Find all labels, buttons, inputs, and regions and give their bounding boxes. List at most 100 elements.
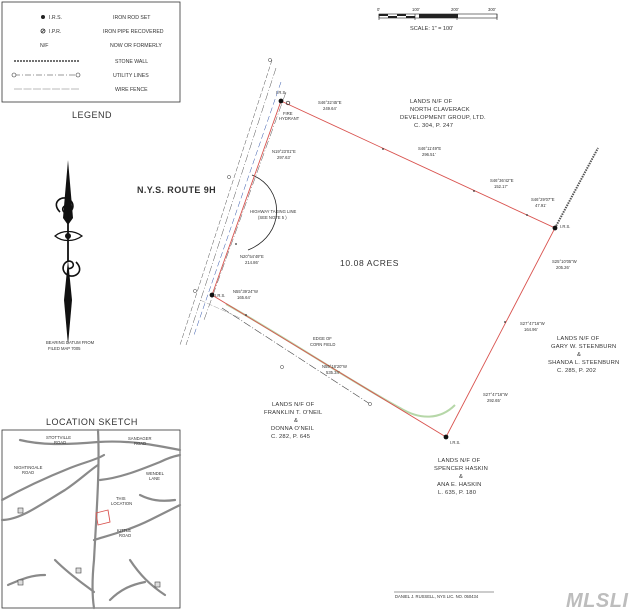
neighbor-south-line-4: ANA E. HASKIN (437, 482, 481, 488)
ipr-symbol (40, 28, 46, 34)
distance-west-1: 297.63' (277, 155, 291, 160)
distance-top-2: 296.51' (422, 152, 436, 157)
bearing-west-1: N19°23'01"E (272, 149, 296, 154)
route-9h-lines (179, 58, 287, 346)
neighbor-southwest: LANDS N/F OF FRANKLIN T. O'NEIL & DONNA … (264, 402, 323, 440)
acreage-label: 10.08 ACRES (340, 258, 399, 268)
sketch-road-wendel-1: WENDEL (146, 471, 165, 476)
corn-field-label-1: EDGE OF (313, 336, 332, 341)
neighbor-east-line-2: GARY W. STEENBURN (551, 344, 616, 350)
corn-field-label-2: CORN FIELD (310, 342, 335, 347)
scale-tick-200: 200' (451, 7, 459, 12)
fire-hydrant-label-2: HYDRANT (279, 116, 300, 121)
bearing-south-2: N55°18'20"W (322, 364, 347, 369)
sketch-road-nightingale-2: ROAD (22, 470, 34, 475)
bearing-east-1: S25°10'05"W (552, 259, 577, 264)
utility-line-symbol (11, 72, 81, 78)
neighbor-north-line-2: NORTH CLAVERACK (410, 107, 470, 113)
sketch-road-kittle-1: KITTLE (117, 528, 131, 533)
distance-east-1: 205.26' (556, 265, 570, 270)
highway-taking-label-2: (SEE NOTE 5 ) (258, 215, 287, 220)
neighbor-east-line-4: SHANDA L. STEENBURN (548, 360, 619, 366)
neighbor-north-line-4: C. 304, P. 247 (414, 123, 453, 129)
sketch-road-nightingale-1: NIGHTINGALE (14, 465, 43, 470)
distance-west-2: 214.86' (245, 260, 259, 265)
irs-label-w: I.R.S. (215, 293, 225, 298)
scale-tick-100: 100' (412, 7, 420, 12)
sketch-road-stottville-1: STOTTVILLE (46, 435, 71, 440)
sketch-this-location-2: LOCATION (111, 501, 132, 506)
fire-hydrant-label-1: FIRE (283, 111, 293, 116)
irs-marker-w (209, 292, 215, 298)
bearing-west-2: N20°54'49"E (240, 254, 264, 259)
mlsli-watermark: MLSLI (566, 590, 629, 610)
legend-label-nf: NOW OR FORMERLY (110, 43, 162, 49)
scale-bar: 0' 100' 200' 300' SCALE: 1" = 100' (377, 7, 498, 32)
distance-east-2: 164.96' (524, 327, 538, 332)
boundary-ticks (235, 148, 528, 323)
highway-taking-label-1: HIGHWAY TAKING LINE (250, 209, 297, 214)
north-arrow (54, 160, 84, 345)
bearing-datum-note-1: BEARING DATUM FROM (46, 340, 95, 345)
route-label: N.Y.S. ROUTE 9H (137, 185, 216, 195)
irs-label-ne: I.R.S. (560, 224, 570, 229)
legend-label-irs: IRON ROD SET (113, 15, 151, 21)
irs-symbol (41, 15, 45, 19)
scale-tick-0: 0' (377, 7, 380, 12)
legend-label-ipr: IRON PIPE RECOVERED (103, 29, 164, 35)
distance-top-3: 152.17' (494, 184, 508, 189)
neighbor-south: LANDS N/F OF SPENCER HASKIN & ANA E. HAS… (434, 458, 488, 496)
neighbor-east-line-5: C. 285, P. 202 (557, 368, 596, 374)
neighbor-north: LANDS N/F OF NORTH CLAVERACK DEVELOPMENT… (400, 99, 486, 129)
neighbor-sw-line-5: C. 282, P. 645 (271, 434, 310, 440)
neighbor-east: LANDS N/F OF GARY W. STEENBURN & SHANDA … (548, 336, 619, 374)
distance-top-4: 47.91' (535, 203, 546, 208)
neighbor-sw-line-1: LANDS N/F OF (272, 402, 315, 408)
sketch-road-wendel-2: LANE (149, 476, 160, 481)
fire-hydrant-icon (285, 100, 291, 106)
distance-east-3: 292.65' (487, 398, 501, 403)
neighbor-north-line-3: DEVELOPMENT GROUP, LTD. (400, 115, 486, 121)
distance-top-1: 249.64' (323, 106, 337, 111)
legend-symbol-nf: N/F (40, 43, 48, 49)
irs-marker-ne (552, 225, 558, 231)
legend-box: I.R.S. IRON ROD SET I.P.R. IRON PIPE REC… (1, 1, 181, 103)
this-location-marker (95, 509, 111, 526)
location-sketch-title: LOCATION SKETCH (46, 417, 138, 427)
bearing-top-1: S46°32'45"E (318, 100, 342, 105)
bearing-datum-note-2: FILED MAP 7005 (48, 346, 81, 351)
bearing-top-3: S46°36'42"E (490, 178, 514, 183)
distance-south-2: 535.34' (326, 370, 340, 375)
sketch-road-sandager-2: ROAD (134, 441, 146, 446)
sketch-road-sandager-1: SANDAGER (128, 436, 152, 441)
legend-title: LEGEND (72, 110, 112, 120)
legend-label-utility: UTILITY LINES (113, 73, 149, 79)
neighbor-sw-line-3: & (294, 418, 298, 424)
location-sketch-map: STOTTVILLE ROAD SANDAGER ROAD NIGHTINGAL… (0, 428, 182, 610)
sketch-this-location-1: THIS (116, 496, 126, 501)
irs-label-s: I.R.S. (450, 440, 460, 445)
neighbor-east-line-1: LANDS N/F OF (557, 336, 600, 342)
bearing-top-4: S46°29'07"E (531, 197, 555, 202)
irs-label-nw: I.R.S. (276, 90, 286, 95)
bearing-east-3: S27°47'16"W (483, 392, 508, 397)
legend-symbol-ipr: I.P.R. (49, 29, 61, 35)
irs-marker-nw (278, 98, 284, 104)
scale-tick-300: 300' (488, 7, 496, 12)
bearing-east-2: S27°47'16"W (520, 321, 545, 326)
bearing-south-1: N55°39'24"W (233, 289, 258, 294)
legend-label-stone-wall: STONE WALL (115, 59, 148, 65)
utility-line-sw (221, 307, 371, 405)
neighbor-sw-line-2: FRANKLIN T. O'NEIL (264, 410, 323, 416)
distance-south-1: 165.64' (237, 295, 251, 300)
sketch-road-kittle-2: ROAD (119, 533, 131, 538)
highway-taking-arc (247, 174, 278, 251)
surveyor-signature-line: DANIEL J. RUSSELL, NYS LIC. NO. 050434 (395, 594, 479, 599)
corn-field-edge (225, 303, 456, 418)
neighbor-south-line-5: L. 635, P. 180 (438, 490, 476, 496)
sketch-road-stottville-2: ROAD (54, 440, 66, 445)
neighbor-south-line-1: LANDS N/F OF (438, 458, 481, 464)
scale-text: SCALE: 1" = 100' (410, 26, 453, 32)
bearing-top-2: S46°11'49"E (418, 146, 441, 151)
